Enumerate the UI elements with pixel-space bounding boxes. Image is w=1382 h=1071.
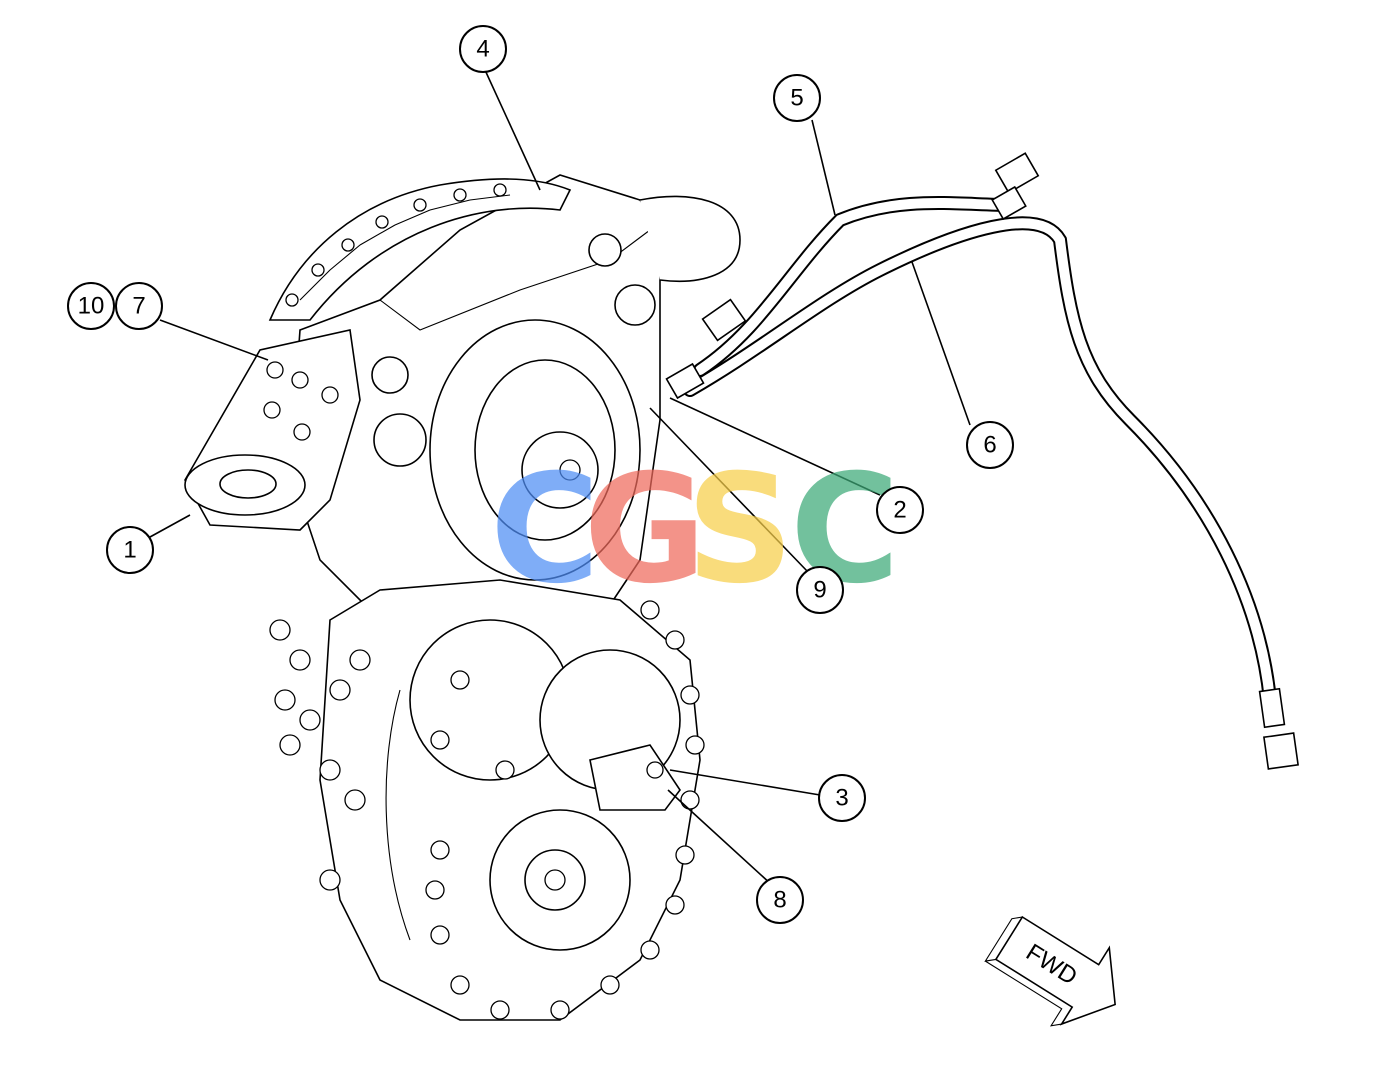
svg-text:3: 3 xyxy=(835,785,848,812)
watermark-logo: C G S C xyxy=(490,443,900,617)
callout-3: 3 xyxy=(818,774,866,822)
callout-7: 7 xyxy=(115,282,163,330)
callout-9: 9 xyxy=(796,566,844,614)
callout-4: 4 xyxy=(459,25,507,73)
svg-text:7: 7 xyxy=(132,293,145,320)
watermark-letter-g: G xyxy=(583,443,706,617)
callout-10: 10 xyxy=(67,282,115,330)
lower-sprocket-and-chain xyxy=(319,579,701,1021)
callout-8: 8 xyxy=(756,876,804,924)
callout-1: 1 xyxy=(106,526,154,574)
svg-text:8: 8 xyxy=(773,887,786,914)
chain-bolts xyxy=(269,600,705,1020)
hydraulic-hose xyxy=(665,152,1299,770)
svg-text:4: 4 xyxy=(476,36,489,63)
svg-text:5: 5 xyxy=(790,85,803,112)
mounting-bracket xyxy=(184,329,361,531)
svg-text:9: 9 xyxy=(813,577,826,604)
watermark-letter-c1: C xyxy=(490,443,600,617)
callout-2: 2 xyxy=(876,486,924,534)
final-drive-housing xyxy=(289,174,741,641)
callout-5: 5 xyxy=(773,74,821,122)
callout-6: 6 xyxy=(966,421,1014,469)
leader-lines xyxy=(129,69,971,886)
forward-direction-arrow: FWD xyxy=(984,915,1116,1027)
svg-text:10: 10 xyxy=(78,293,105,320)
watermark-letter-s: S xyxy=(686,443,794,617)
svg-text:6: 6 xyxy=(983,432,996,459)
svg-text:1: 1 xyxy=(123,537,136,564)
svg-text:2: 2 xyxy=(893,497,906,524)
